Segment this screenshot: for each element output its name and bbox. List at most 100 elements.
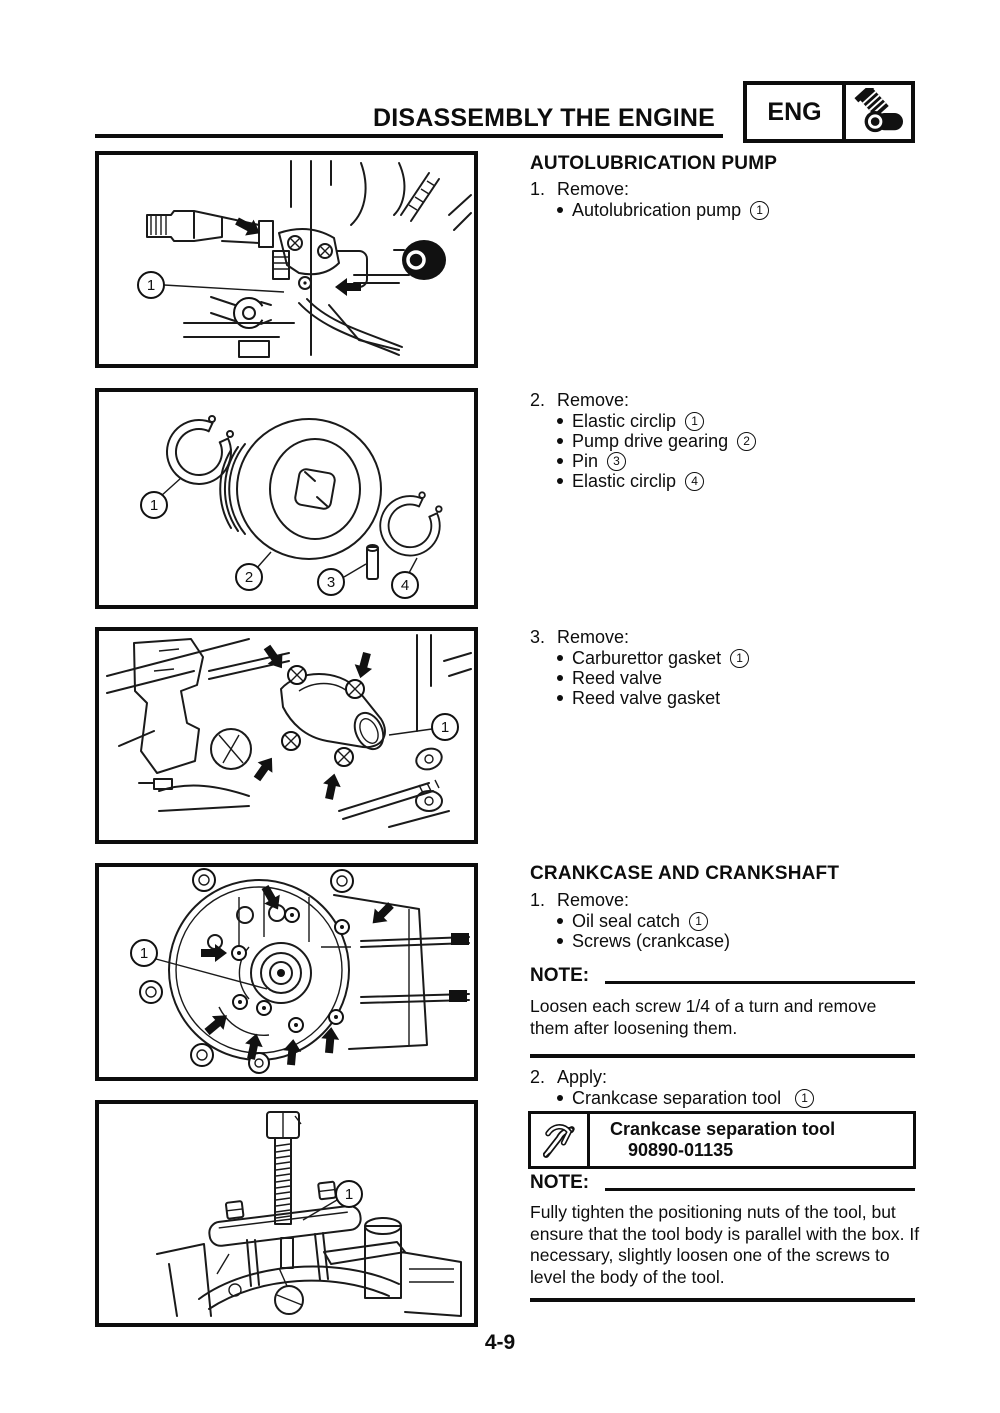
badge-label: ENG <box>747 85 846 139</box>
bullet-dot <box>557 207 563 213</box>
step-action: Remove: <box>557 390 630 410</box>
callout-number: 1 <box>750 200 770 220</box>
engine-cylinder-icon <box>846 85 911 139</box>
autolub-step-1: 1. Remove: Autolubrication pump 1 <box>530 178 922 220</box>
autolub-step-3: 3. Remove: Carburettor gasket 1 Reed val… <box>530 626 922 708</box>
bullet-dot <box>557 675 563 681</box>
autolubrication-heading: AUTOLUBRICATION PUMP <box>530 153 778 174</box>
bullet-dot <box>557 478 563 484</box>
callout-number: 1 <box>730 648 750 668</box>
list-item: Pin 3 <box>557 451 922 471</box>
bullet-dot <box>557 655 563 661</box>
svg-text:1: 1 <box>345 1186 353 1203</box>
engine-pump-illustration: 1 <box>137 160 472 358</box>
callout-number: 1 <box>795 1088 815 1108</box>
page-number: 4-9 <box>484 1331 516 1354</box>
figure-4-crankcase-screws: 1 <box>95 863 478 1081</box>
bullet-dot <box>557 695 563 701</box>
figure-1-autolubrication-pump: 1 <box>95 151 478 368</box>
section-divider <box>530 1298 915 1302</box>
callout-number: 2 <box>737 431 757 451</box>
crankcase-illustration: 1 <box>130 868 470 1074</box>
figure-2-pump-drive-parts: 1 2 3 4 <box>95 388 478 609</box>
svg-text:1: 1 <box>150 497 158 514</box>
callout-1: 1 <box>335 1180 363 1208</box>
callout-1: 1 <box>137 271 165 299</box>
note-rule <box>605 980 915 984</box>
note-rule <box>605 1187 915 1191</box>
step-action: Remove: <box>557 627 630 647</box>
callout-number: 1 <box>689 911 709 931</box>
item-label: Pump drive gearing <box>572 430 729 451</box>
item-label: Reed valve <box>572 667 663 688</box>
step-number: 1. <box>530 179 546 199</box>
bullet-dot <box>557 438 563 444</box>
svg-text:1: 1 <box>140 945 148 962</box>
note-1-text: Loosen each screw 1/4 of a turn and remo… <box>530 996 877 1038</box>
callout-1: 1 <box>431 713 459 741</box>
list-item: Reed valve <box>557 668 922 688</box>
callout-3: 3 <box>317 568 345 596</box>
figure-5-separation-tool: 1 <box>95 1100 478 1327</box>
list-item: Elastic circlip 4 <box>557 471 922 491</box>
header-rule <box>95 134 723 138</box>
crankcase-step-1: 1. Remove: Oil seal catch 1 Screws (cran… <box>530 889 922 951</box>
item-label: Carburettor gasket <box>572 647 722 668</box>
step-action: Remove: <box>557 890 630 910</box>
autolub-step-2: 2. Remove: Elastic circlip 1 Pump drive … <box>530 389 922 491</box>
callout-number: 3 <box>607 451 627 471</box>
svg-text:1: 1 <box>441 719 449 736</box>
callout-number: 4 <box>685 471 705 491</box>
list-item: Elastic circlip 1 <box>557 411 922 431</box>
bullet-dot <box>557 418 563 424</box>
note-1: NOTE: <box>530 965 915 987</box>
note-2: NOTE: <box>530 1172 915 1194</box>
separation-tool-illustration: 1 <box>156 1111 462 1317</box>
svg-text:2: 2 <box>245 569 253 586</box>
item-label: Pin <box>572 450 599 471</box>
callout-2: 2 <box>235 563 263 591</box>
reed-valve-illustration: 1 <box>106 634 472 828</box>
item-label: Elastic circlip <box>572 410 677 431</box>
step-number: 3. <box>530 627 546 647</box>
bullet-dot <box>557 458 563 464</box>
item-label: Autolubrication pump <box>572 199 742 220</box>
section-divider <box>530 1054 915 1058</box>
crossed-tools-icon <box>531 1114 590 1166</box>
svg-text:4: 4 <box>401 577 409 594</box>
step-action: Remove: <box>557 179 630 199</box>
crankcase-step-2: 2. Apply: Crankcase separation tool 1 <box>530 1066 922 1108</box>
list-item: Pump drive gearing 2 <box>557 431 922 451</box>
crankcase-heading: CRANKCASE AND CRANKSHAFT <box>530 863 840 884</box>
list-item: Screws (crankcase) <box>557 931 922 951</box>
item-label: Elastic circlip <box>572 470 677 491</box>
exploded-parts-illustration: 1 2 3 4 <box>140 415 443 599</box>
item-label: Screws (crankcase) <box>572 930 731 951</box>
list-item: Autolubrication pump 1 <box>557 200 922 220</box>
callout-number: 1 <box>685 411 705 431</box>
tool-name: Crankcase separation tool <box>610 1119 836 1139</box>
list-item: Reed valve gasket <box>557 688 922 708</box>
note-label: NOTE: <box>530 965 590 986</box>
step-action: Apply: <box>557 1067 608 1087</box>
note-2-text: Fully tighten the positioning nuts of th… <box>530 1202 920 1287</box>
callout-1: 1 <box>130 939 158 967</box>
page-title: DISASSEMBLY THE ENGINE <box>373 104 715 132</box>
list-item: Crankcase separation tool 1 <box>557 1088 922 1108</box>
note-label: NOTE: <box>530 1172 590 1193</box>
bullet-dot <box>557 918 563 924</box>
bullet-dot <box>557 1095 563 1101</box>
svg-text:3: 3 <box>327 574 335 591</box>
step-number: 2. <box>530 390 546 410</box>
callout-4: 4 <box>391 571 419 599</box>
step-number: 1. <box>530 890 546 910</box>
special-tool-box: Crankcase separation tool 90890-01135 <box>528 1111 916 1169</box>
figure-3-reed-valve: 1 <box>95 627 478 844</box>
svg-text:1: 1 <box>147 277 155 294</box>
item-label: Reed valve gasket <box>572 687 721 708</box>
item-label: Oil seal catch <box>572 910 681 931</box>
step-number: 2. <box>530 1067 546 1087</box>
bullet-dot <box>557 938 563 944</box>
list-item: Oil seal catch 1 <box>557 911 922 931</box>
